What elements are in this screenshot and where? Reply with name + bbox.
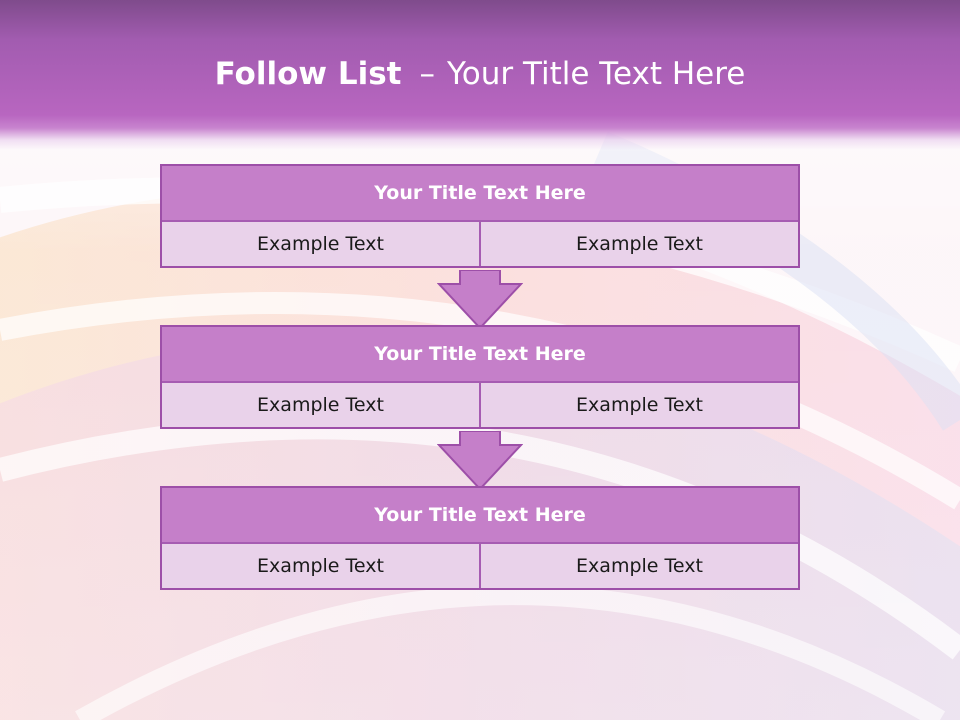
block-cell-left: Example Text — [162, 222, 479, 266]
block-cell-right: Example Text — [481, 544, 798, 588]
block-cell-right: Example Text — [481, 222, 798, 266]
block-title: Your Title Text Here — [162, 166, 798, 220]
slide-title-separator: – — [419, 56, 435, 92]
block-title: Your Title Text Here — [162, 327, 798, 381]
slide-title: Follow List–Your Title Text Here — [0, 56, 960, 92]
block-cell-left: Example Text — [162, 383, 479, 427]
down-arrow-icon — [437, 431, 523, 491]
block-cell-right: Example Text — [481, 383, 798, 427]
slide-title-rest: Your Title Text Here — [446, 56, 746, 92]
slide-title-bold: Follow List — [214, 56, 402, 92]
down-arrow-icon — [437, 270, 523, 330]
block-title: Your Title Text Here — [162, 488, 798, 542]
list-block-2: Your Title Text Here Example Text Exampl… — [160, 325, 800, 429]
list-block-1: Your Title Text Here Example Text Exampl… — [160, 164, 800, 268]
list-block-3: Your Title Text Here Example Text Exampl… — [160, 486, 800, 590]
block-cell-left: Example Text — [162, 544, 479, 588]
title-banner — [0, 0, 960, 150]
